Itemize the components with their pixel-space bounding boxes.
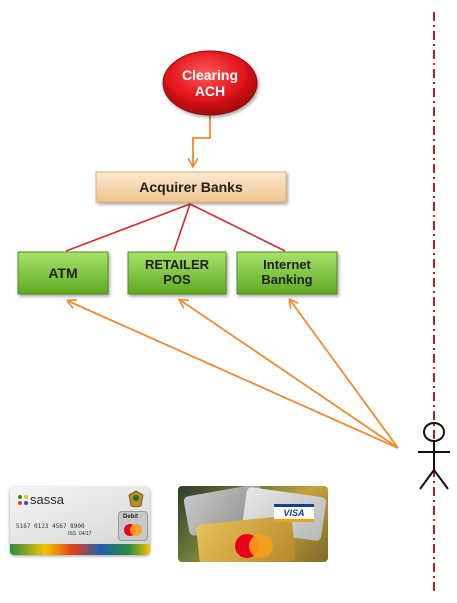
edge-customer-atm bbox=[68, 301, 399, 449]
retailer-pos-node[interactable] bbox=[127, 251, 227, 295]
mastercard-logo bbox=[124, 524, 142, 536]
sassa-logo-icon bbox=[18, 495, 28, 505]
edge-acquirer-internet bbox=[189, 203, 286, 252]
internet-banking-node[interactable] bbox=[236, 251, 338, 295]
edge-acquirer-pos bbox=[173, 203, 191, 252]
credit-cards-photo: VISA bbox=[178, 486, 328, 562]
mastercard-logo bbox=[235, 534, 273, 558]
visa-logo: VISA bbox=[274, 504, 314, 522]
debit-badge: Debit bbox=[118, 511, 148, 541]
sassa-brand-text: sassa bbox=[30, 492, 64, 507]
edge-acquirer-atm bbox=[65, 203, 191, 252]
coat-of-arms-icon bbox=[128, 490, 144, 508]
clearing-ach-node[interactable] bbox=[162, 50, 258, 116]
stick-figure-icon bbox=[418, 422, 450, 490]
atm-node[interactable] bbox=[17, 251, 109, 295]
edge-customer-pos bbox=[180, 300, 399, 449]
edge-customer-internet bbox=[290, 300, 399, 449]
edge-clearing-acquirer bbox=[193, 114, 210, 166]
card-stripe bbox=[10, 544, 150, 555]
card-number: 5167 0123 4567 8900 bbox=[16, 523, 85, 530]
sassa-card-image: sassa 5167 0123 4567 8900 ISS 04/17 Debi… bbox=[10, 487, 150, 555]
card-expiry: ISS 04/17 bbox=[68, 531, 92, 537]
acquirer-banks-node[interactable] bbox=[95, 171, 287, 203]
debit-label: Debit bbox=[123, 514, 138, 520]
